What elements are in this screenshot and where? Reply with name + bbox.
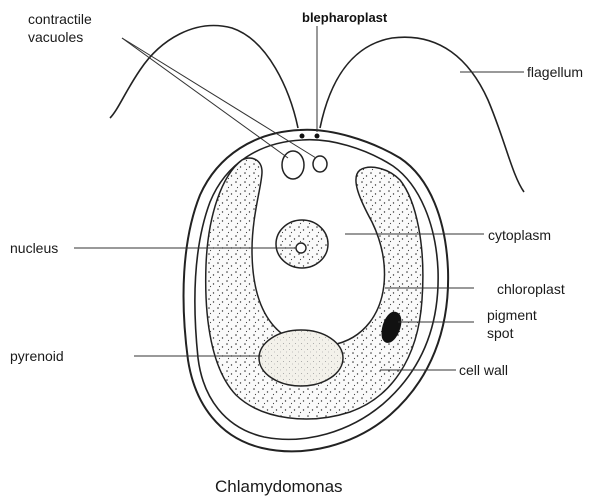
- leader-contractile-vacuoles-2: [121, 37, 317, 159]
- label-nucleus: nucleus: [10, 240, 58, 256]
- pigment-spot: [381, 311, 402, 343]
- contractile-vacuole-1: [281, 150, 305, 180]
- label-pigment-spot-2: spot: [487, 325, 514, 341]
- label-cytoplasm: cytoplasm: [488, 227, 551, 243]
- label-blepharoplast: blepharoplast: [302, 10, 388, 25]
- label-contractile-vacuoles-2: vacuoles: [28, 29, 83, 45]
- right-flagellum: [319, 36, 525, 193]
- contractile-vacuole-2: [312, 155, 328, 173]
- diagram-caption: Chlamydomonas: [215, 477, 343, 496]
- label-pigment-spot-1: pigment: [487, 307, 537, 323]
- pyrenoid: [258, 329, 344, 387]
- left-flagellum: [109, 24, 299, 129]
- label-contractile-vacuoles-1: contractile: [28, 11, 92, 27]
- label-chloroplast: chloroplast: [497, 281, 565, 297]
- blepharoplast-granule-1: [299, 133, 305, 139]
- cell-wall-inner: [194, 138, 439, 441]
- label-flagellum: flagellum: [527, 64, 583, 80]
- blepharoplast-granule-2: [314, 133, 320, 139]
- label-pyrenoid: pyrenoid: [10, 348, 64, 364]
- leader-contractile-vacuoles: [121, 37, 289, 159]
- label-cell-wall: cell wall: [459, 362, 508, 378]
- nucleolus: [295, 242, 307, 254]
